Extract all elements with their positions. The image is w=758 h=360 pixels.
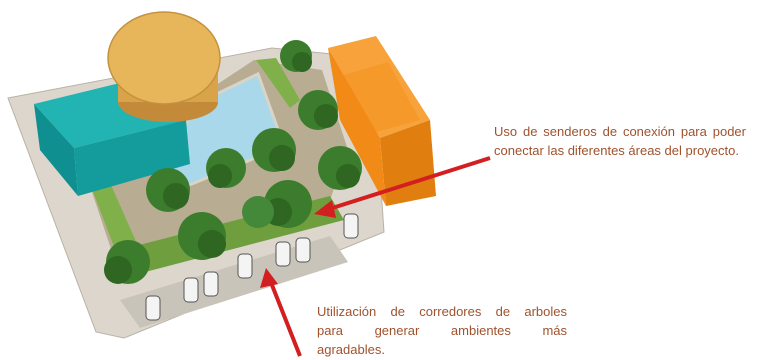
annotation-corridors: Utilización de corredores de arboles par… [317, 302, 567, 359]
car-icon [183, 277, 199, 303]
tree-corridor [104, 40, 362, 284]
annotation-corridors-line2: para generar ambientes más [317, 323, 567, 338]
tree-icon [146, 168, 190, 212]
annotation-paths: Uso de senderos de conexión para poder c… [494, 122, 746, 160]
teal-building-front [34, 104, 78, 196]
tree-icon [242, 196, 274, 228]
arrow-icon [314, 156, 491, 218]
annotation-corridors-line3: agradables. [317, 342, 385, 357]
tree-icon [252, 128, 296, 172]
orange-building-step [340, 62, 420, 132]
orange-building-front [380, 120, 436, 206]
car-icon [295, 237, 311, 263]
annotation-paths-line1: Uso de senderos de conexión para [494, 124, 707, 139]
teal-building-side [74, 120, 190, 196]
car-icon [343, 213, 359, 239]
round-roof-top [107, 11, 221, 105]
tree-icon [280, 40, 312, 72]
annotation-paths-line2: poder conectar las diferentes áreas del [494, 124, 746, 158]
grass-strip-top [256, 58, 300, 108]
annotation-corridors-line1: Utilización de corredores de arboles [317, 304, 567, 319]
tree-icon [178, 212, 226, 260]
arrow-icon [260, 268, 302, 357]
car-icon [203, 271, 219, 297]
orange-building-side [328, 48, 386, 206]
car-icon [275, 241, 291, 267]
tree-icon [206, 148, 246, 188]
annotation-paths-line3: proyecto. [685, 143, 739, 158]
car-icon [145, 295, 161, 321]
tree-icon [318, 146, 362, 190]
tree-icon [298, 90, 338, 130]
car-icon [237, 253, 253, 279]
tree-icon [104, 240, 150, 284]
parking-lot [120, 213, 359, 328]
